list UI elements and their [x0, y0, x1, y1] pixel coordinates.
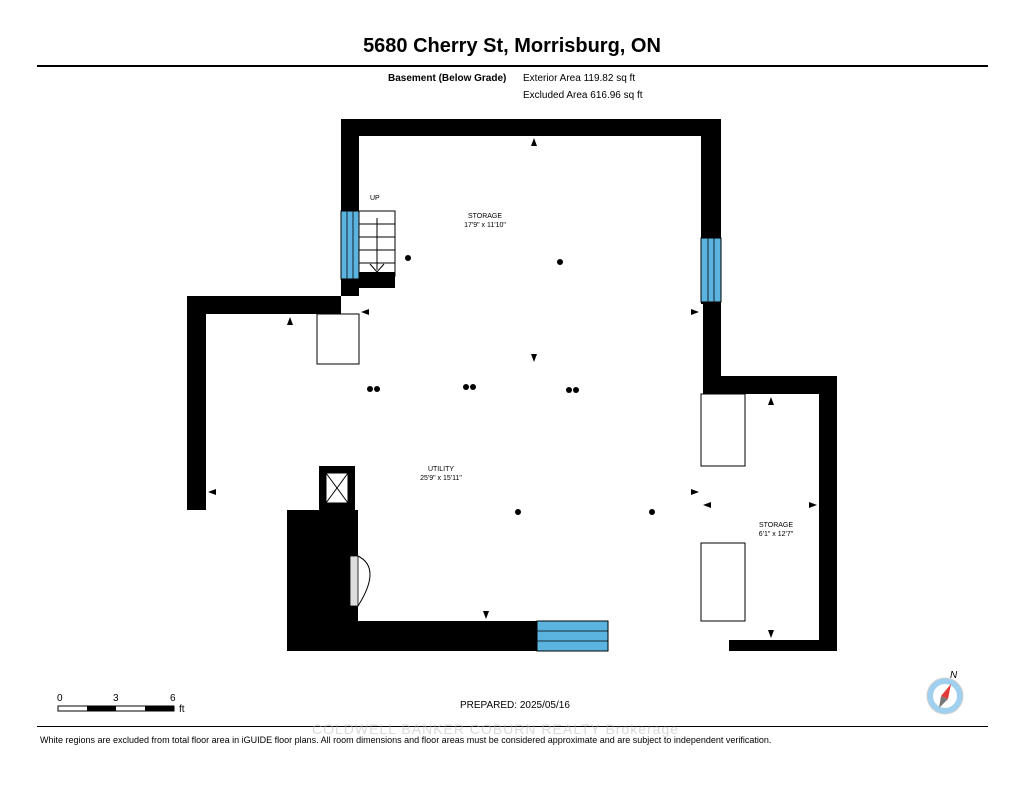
watermark: COLDWELL BANKER COBURN REALTY Brokerage	[312, 721, 680, 737]
scale-tick-0: 0	[57, 693, 63, 704]
bottom-left-wall	[287, 606, 358, 651]
window-bottom	[536, 620, 609, 652]
window-right	[700, 237, 722, 303]
room-name-utility: UTILITY	[428, 466, 454, 473]
small-storage-wall	[306, 510, 358, 516]
room-dims-storage-main: 17'9" x 11'10"	[464, 222, 506, 229]
door-swing	[349, 555, 371, 607]
x-box-fixture	[319, 466, 355, 510]
room-name-storage-small: STORAGE	[321, 545, 328, 579]
small-storage-wall-right	[350, 516, 358, 556]
page-title: 5680 Cherry St, Morrisburg, ON	[363, 35, 661, 57]
scale-bar: 0 3 6 ft	[57, 693, 185, 715]
window-left	[340, 210, 360, 280]
exterior-area: Exterior Area 119.82 sq ft	[523, 73, 636, 84]
scale-tick-3: 3	[113, 693, 119, 704]
scale-tick-6: 6	[170, 693, 176, 704]
excluded-area: Excluded Area 616.96 sq ft	[523, 90, 643, 101]
footer-divider	[37, 726, 988, 727]
stairs-label: UP	[370, 195, 380, 202]
room-dims-storage-right: 6'1" x 12'7"	[759, 531, 794, 538]
room-dims-utility: 25'9" x 15'11"	[420, 475, 462, 482]
fixture-right-upper	[700, 393, 746, 467]
room-name-storage-main: STORAGE	[468, 213, 502, 220]
dimension-arrows	[208, 138, 817, 638]
disclaimer: White regions are excluded from total fl…	[40, 735, 772, 745]
fixture-right-lower	[700, 542, 746, 622]
prepared-date: PREPARED: 2025/05/16	[460, 700, 570, 711]
ceiling-points	[367, 255, 655, 515]
room-dims-storage-small: 2'4" x 4'8"	[330, 546, 337, 577]
fixture-upper-left	[316, 313, 360, 365]
level-label: Basement (Below Grade)	[388, 73, 507, 84]
compass-icon: N	[926, 670, 964, 715]
compass-label: N	[950, 670, 958, 681]
room-name-storage-right: STORAGE	[759, 522, 793, 529]
header-divider	[37, 65, 988, 67]
stairs	[358, 210, 396, 277]
scale-unit: ft	[179, 704, 185, 715]
